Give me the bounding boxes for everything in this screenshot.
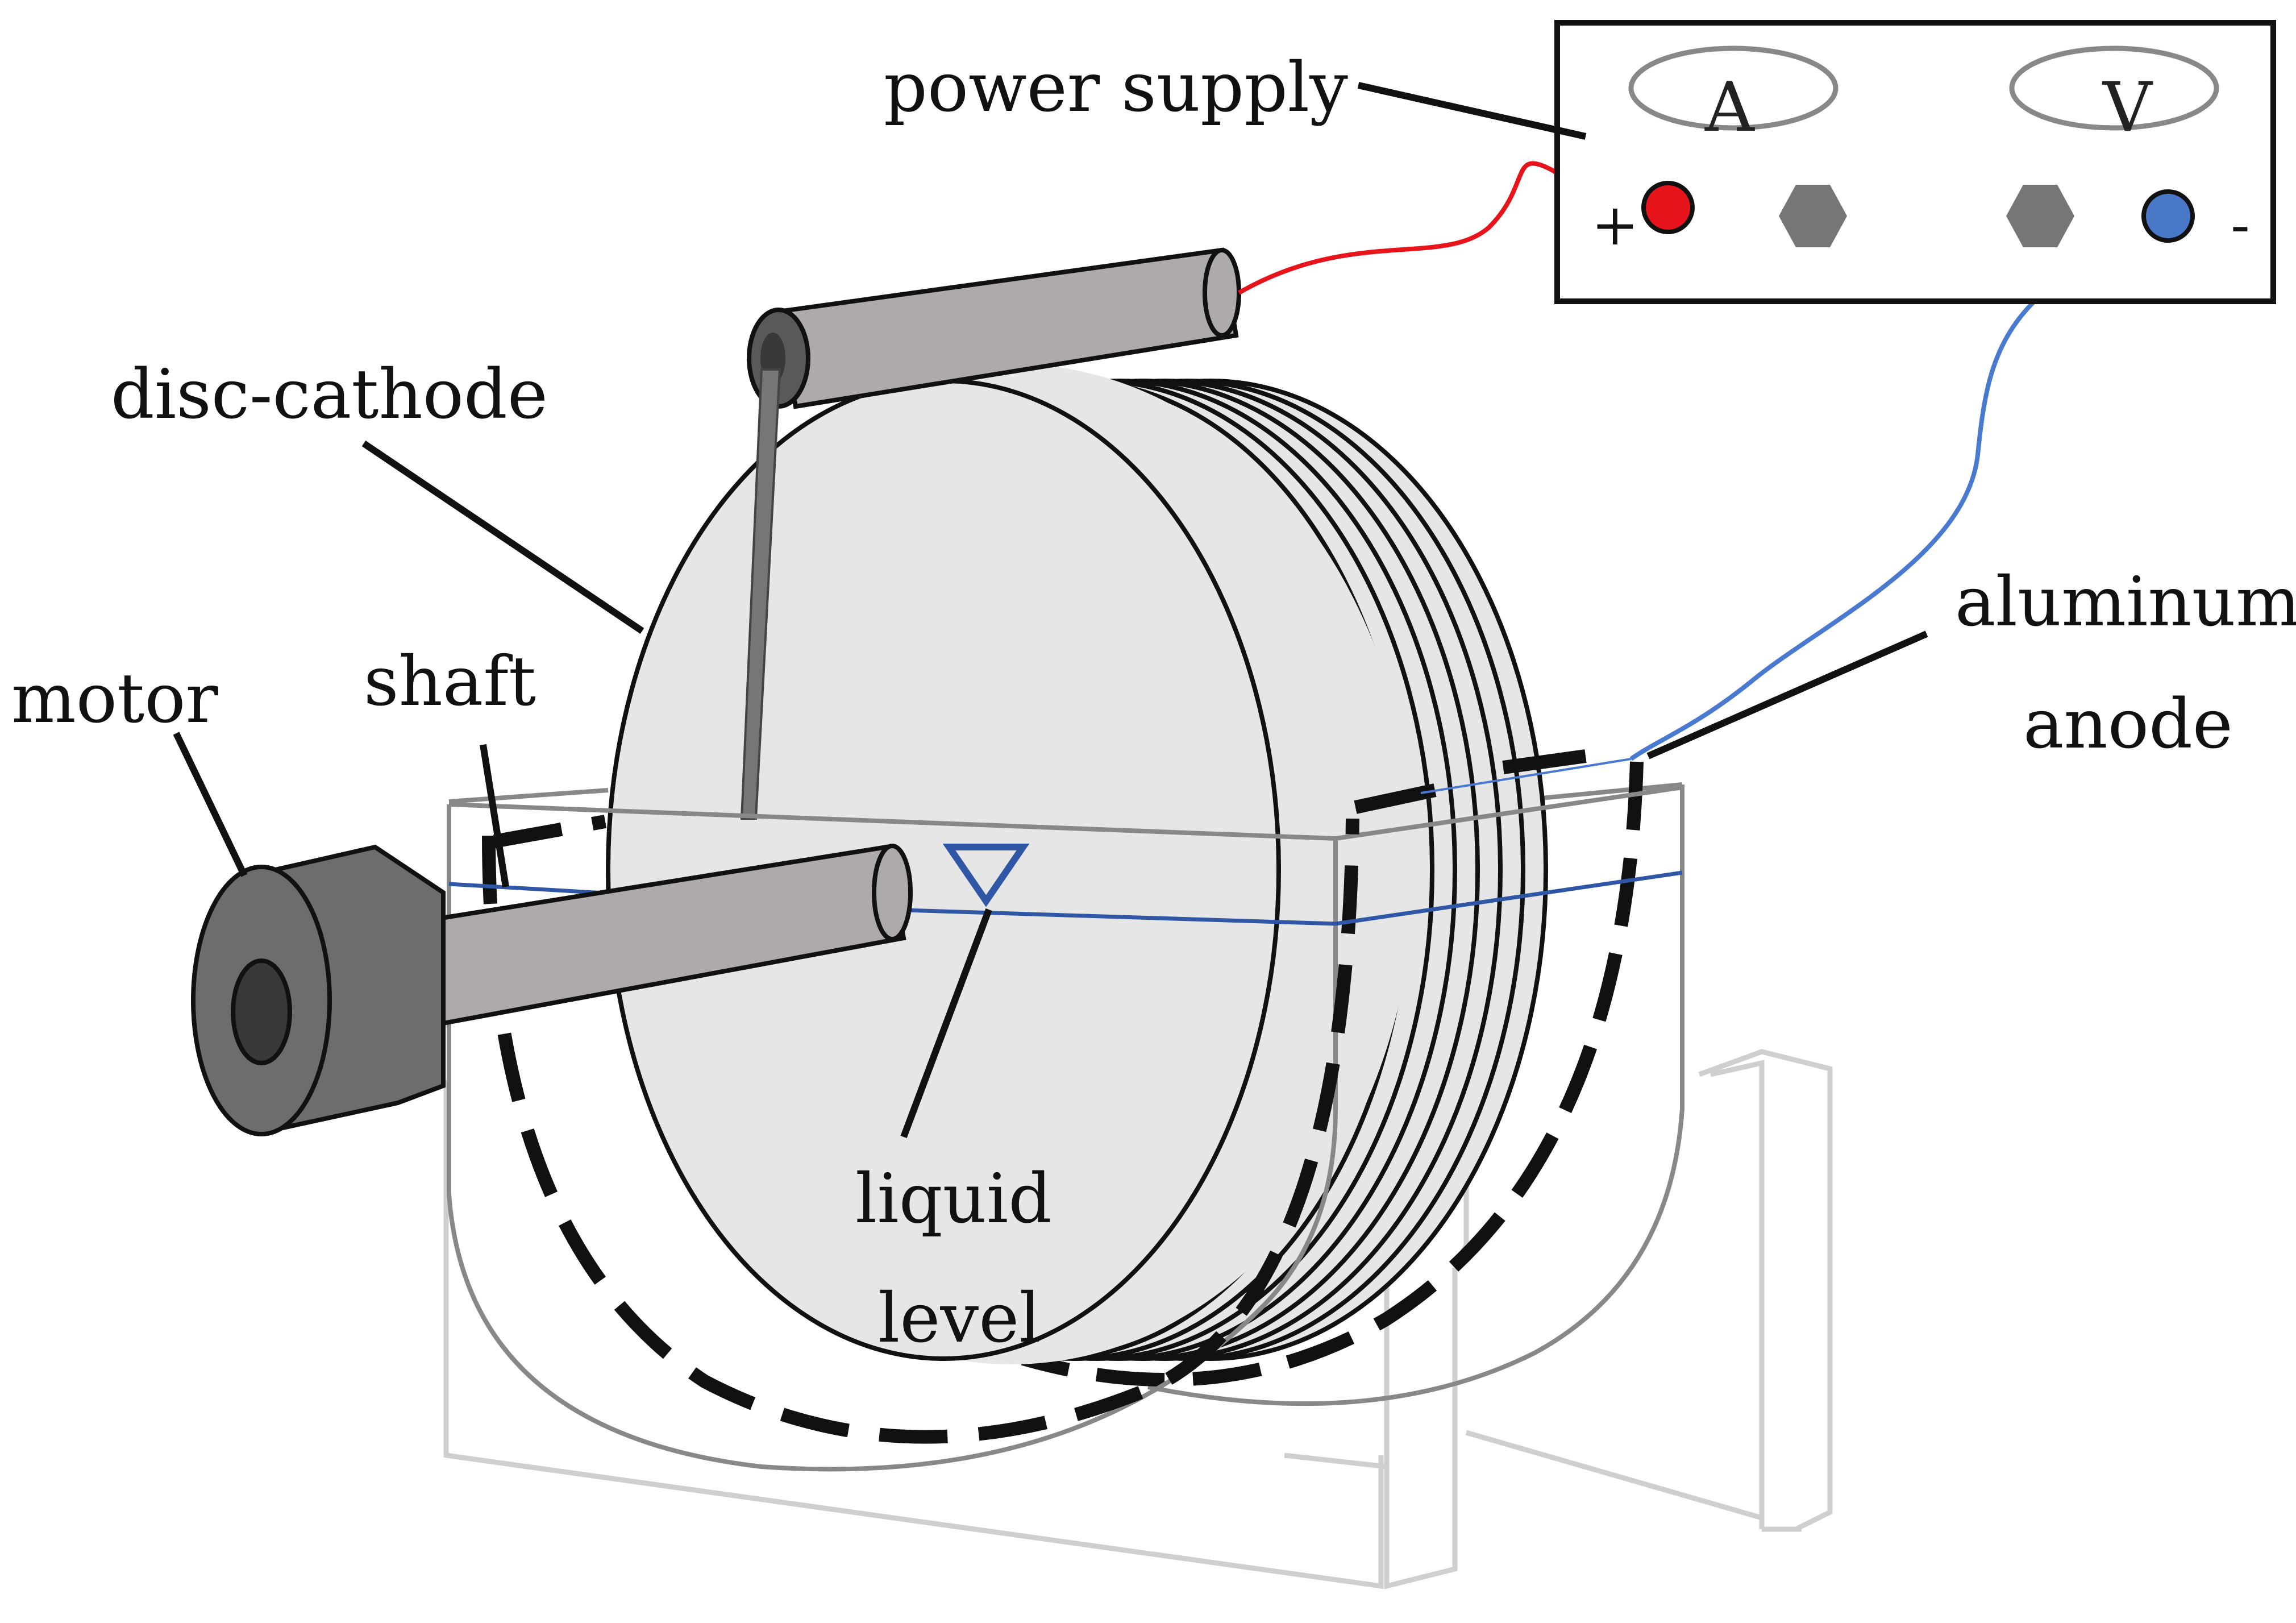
shaft: [421, 844, 913, 1026]
bath-front: [447, 785, 1683, 1472]
label-anode: anode: [2023, 685, 2233, 764]
power-supply: A V + -: [1554, 20, 2276, 304]
contact-roller: [740, 247, 1241, 820]
motor: [191, 844, 446, 1136]
disc-cathode-stack: [606, 364, 1548, 1364]
negative-terminal: [2141, 189, 2195, 243]
label-power-supply: power supply: [884, 48, 1348, 127]
positive-terminal: [1641, 181, 1695, 234]
hexagon-knob-icon: [2006, 185, 2074, 247]
blue-wire: [1629, 214, 2166, 761]
leader-aluminum-anode: [1646, 630, 1928, 759]
power-supply-box: [1554, 20, 2276, 304]
positive-sign: +: [1591, 192, 1639, 258]
label-level: level: [878, 1279, 1041, 1358]
negative-sign: -: [2231, 192, 2250, 258]
voltmeter: [2009, 45, 2219, 131]
aluminum-anode-back: [1021, 761, 1644, 1387]
label-shaft: shaft: [364, 642, 536, 721]
label-liquid: liquid: [855, 1160, 1052, 1239]
leader-motor: [173, 732, 248, 877]
leader-disc-cathode: [361, 441, 644, 634]
leader-shaft: [480, 744, 509, 887]
voltmeter-label: V: [2102, 68, 2153, 147]
leader-lines: [173, 82, 1928, 1139]
label-disc-cathode: disc-cathode: [111, 355, 548, 434]
ammeter-label: A: [1704, 68, 1755, 147]
ammeter: [1628, 45, 1839, 131]
blue-wire-lead: [1420, 758, 1632, 794]
leader-power-supply: [1357, 82, 1587, 140]
liquid-level-marker-icon: [942, 844, 1030, 907]
label-aluminum: aluminum: [1955, 563, 2296, 642]
hexagon-knob-icon: [1779, 185, 1847, 247]
labels: power supply disc-cathode motor shaft al…: [11, 48, 2296, 1358]
label-motor: motor: [11, 659, 219, 738]
leader-liquid-level: [900, 908, 992, 1139]
